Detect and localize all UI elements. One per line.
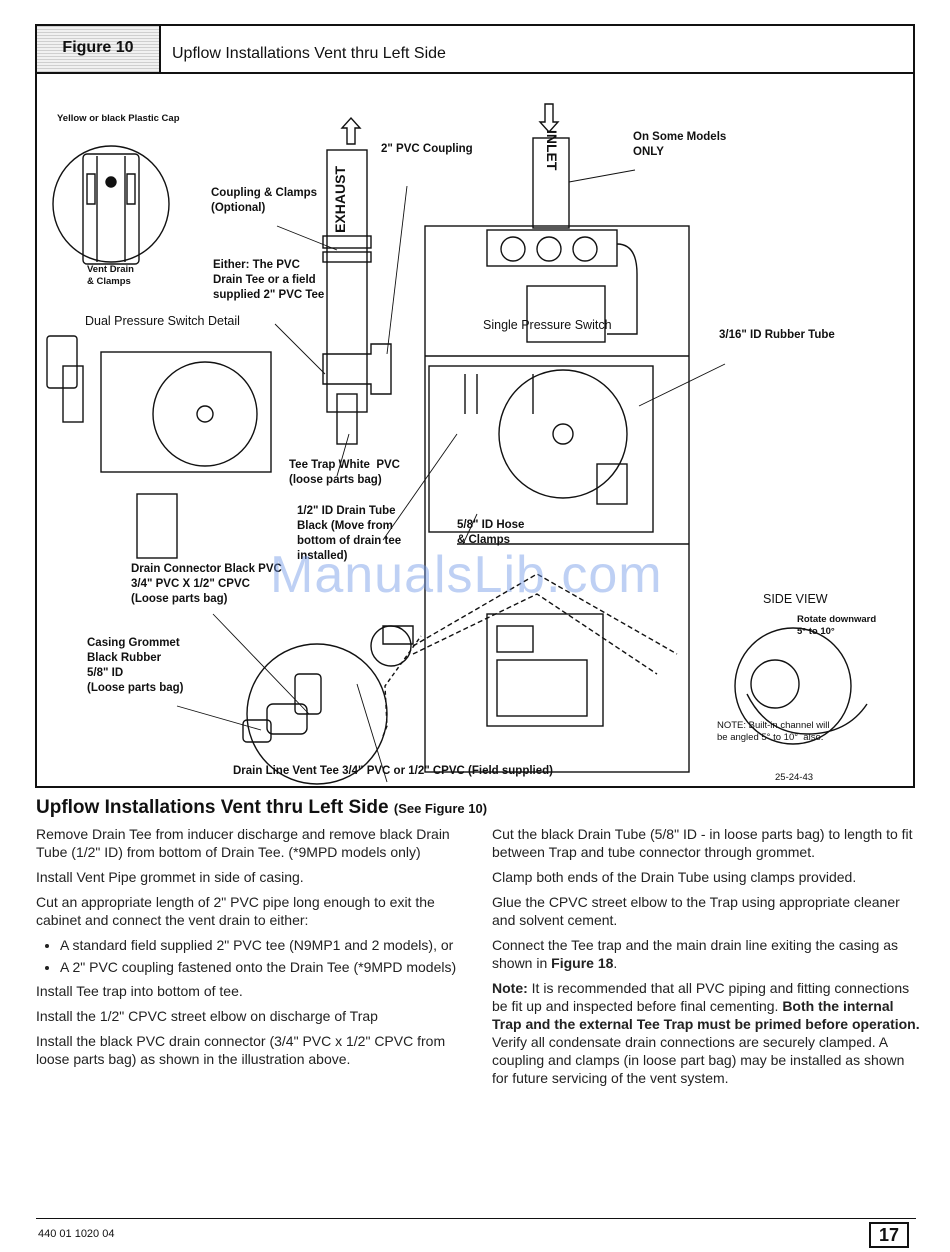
- figure-title: Upflow Installations Vent thru Left Side: [172, 45, 446, 62]
- list-item: A 2" PVC coupling fastened onto the Drai…: [60, 958, 464, 976]
- label-drain-line-vent-tee: Drain Line Vent Tee 3/4" PVC or 1/2" CPV…: [233, 765, 553, 777]
- note-tail: Verify all condensate drain connections …: [492, 1034, 905, 1086]
- note-label: Note:: [492, 980, 528, 996]
- paragraph-end: .: [613, 955, 618, 971]
- label-side-view: SIDE VIEW: [763, 592, 828, 606]
- list-item: A standard field supplied 2" PVC tee (N9…: [60, 936, 464, 954]
- label-casing-grommet: Casing Grommet Black Rubber 5/8" ID (Loo…: [87, 637, 184, 694]
- bullet-list: A standard field supplied 2" PVC tee (N9…: [36, 936, 464, 976]
- label-note: NOTE: Built-in channel will be angled 5°…: [717, 720, 830, 743]
- dual-ps-inducer: [152, 361, 258, 467]
- paragraph: Install Tee trap into bottom of tee.: [36, 983, 243, 999]
- paragraph: Connect the Tee trap and the main drain …: [492, 936, 920, 972]
- label-vent-drain: Vent Drain & Clamps: [87, 264, 134, 287]
- inducer-wheel: [498, 369, 628, 499]
- installation-diagram: [46, 102, 868, 785]
- note-warning: Both the internal Trap and the external …: [492, 998, 920, 1032]
- plastic-cap: [105, 176, 117, 188]
- label-pvc-coupling: 2" PVC Coupling: [381, 143, 473, 155]
- paragraph: Glue the CPVC street elbow to the Trap u…: [492, 894, 900, 928]
- label-rotate-downward: Rotate downward 5° to 10°: [797, 614, 877, 637]
- note-paragraph: Note: It is recommended that all PVC pip…: [492, 979, 920, 1087]
- figure-tag: Figure 10: [37, 26, 161, 72]
- control-board: [486, 613, 604, 727]
- label-figure-code: 25-24-43: [775, 772, 814, 783]
- left-text-column: Remove Drain Tee from inducer discharge …: [36, 825, 464, 1075]
- label-hose-clamps: 5/8" ID Hose & Clamps: [457, 519, 525, 546]
- dual-ps-detail: [100, 351, 272, 473]
- paragraph: Remove Drain Tee from inducer discharge …: [36, 826, 450, 860]
- label-drain-connector: Drain Connector Black PVC 3/4" PVC X 1/2…: [131, 563, 282, 605]
- drain-tee: [322, 343, 392, 395]
- paragraph: Cut the black Drain Tube (5/8" ID - in l…: [492, 826, 913, 860]
- furnace-cabinet: [424, 225, 690, 773]
- label-coupling-clamps: Coupling & Clamps (Optional): [211, 187, 318, 214]
- inlet-arrow: [527, 102, 554, 122]
- watermark: ManualsLib.com: [270, 546, 663, 604]
- label-plastic-cap: Yellow or black Plastic Cap: [57, 113, 180, 124]
- burner-assembly: [486, 229, 618, 267]
- vent-drain-pipe: [82, 153, 140, 265]
- note-text: It is recommended that all PVC piping an…: [492, 980, 910, 1014]
- label-tee-trap: Tee Trap White PVC (loose parts bag): [289, 459, 400, 486]
- label-either-tee: Either: The PVC Drain Tee or a field sup…: [213, 259, 325, 301]
- figure-10-box: Figure 10 Upflow Installations Vent thru…: [35, 24, 915, 788]
- paragraph: Install the black PVC drain connector (3…: [36, 1033, 446, 1067]
- paragraph: Install Vent Pipe grommet in side of cas…: [36, 869, 304, 885]
- label-inlet: INLET: [544, 130, 560, 171]
- vent-drain-detail-circle: [52, 145, 170, 263]
- label-single-pressure-switch: Single Pressure Switch: [483, 318, 612, 332]
- inlet-pipe: [532, 137, 570, 229]
- section-see-figure: (See Figure 10): [393, 801, 488, 816]
- exhaust-pipe: [326, 149, 368, 413]
- footer-divider: [36, 1218, 916, 1219]
- connector-detail-circle: [370, 625, 412, 667]
- paragraph: Clamp both ends of the Drain Tube using …: [492, 869, 857, 885]
- pvc-coupling: [322, 235, 372, 249]
- page-number: 17: [869, 1222, 909, 1248]
- inducer-housing: [428, 365, 654, 533]
- paragraph: Cut an appropriate length of 2" PVC pipe…: [36, 894, 435, 928]
- section-title-text: Upflow Installations Vent thru Left Side: [36, 797, 389, 818]
- label-drain-tube: 1/2" ID Drain Tube Black (Move from bott…: [297, 505, 402, 562]
- label-on-some-models: On Some Models ONLY: [633, 131, 727, 158]
- side-view-circle: [734, 627, 852, 745]
- label-exhaust: EXHAUST: [332, 166, 348, 233]
- exhaust-arrow: [340, 116, 362, 145]
- figure-tag-label: Figure 10: [62, 39, 134, 56]
- tee-trap: [336, 393, 358, 445]
- gas-valve: [526, 285, 606, 343]
- figure-reference: Figure 18: [551, 955, 614, 971]
- section-title: Upflow Installations Vent thru Left Side…: [36, 797, 487, 819]
- document-number: 440 01 1020 04: [38, 1228, 115, 1240]
- paragraph-text: Connect the Tee trap and the main drain …: [492, 937, 898, 971]
- right-text-column: Cut the black Drain Tube (5/8" ID - in l…: [492, 825, 920, 1094]
- paragraph: Install the 1/2" CPVC street elbow on di…: [36, 1008, 378, 1024]
- label-dual-pressure-switch: Dual Pressure Switch Detail: [85, 314, 240, 328]
- label-rubber-tube: 3/16" ID Rubber Tube: [719, 329, 835, 341]
- figure-header: Figure 10 Upflow Installations Vent thru…: [37, 26, 913, 74]
- single-pressure-switch: [596, 463, 628, 505]
